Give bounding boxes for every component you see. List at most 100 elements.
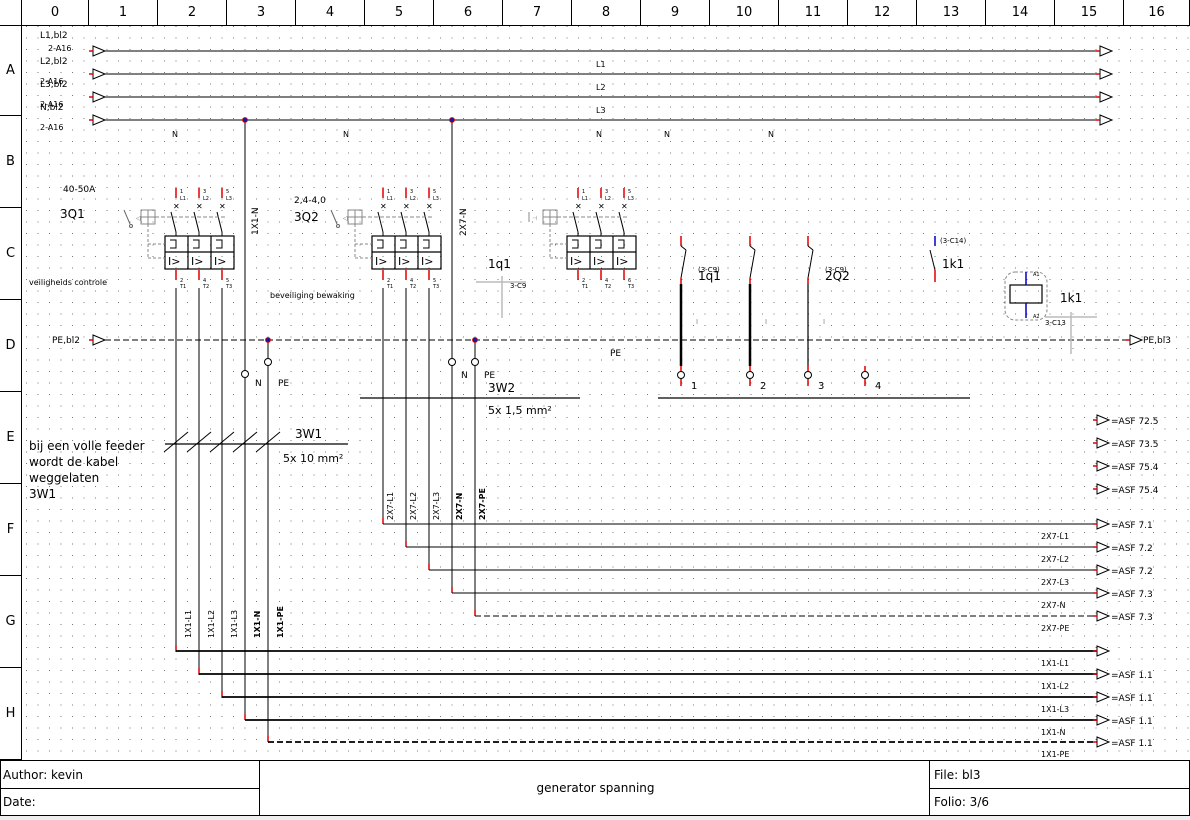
pin-label: T1 — [179, 284, 186, 290]
relay-coil-id: 1k1 — [1060, 291, 1082, 305]
overcurrent-symbol: I> — [214, 255, 226, 268]
wire-target: =ASF 1.1 — [1111, 739, 1153, 749]
wire-vertical-label: 2X7-L1 — [386, 492, 395, 520]
header-corner — [0, 0, 22, 26]
wire-label: 1X1-L3 — [1041, 705, 1069, 714]
asf-spare-label: =ASF 75.4 — [1111, 486, 1159, 496]
overcurrent-symbol: I> — [191, 255, 203, 268]
aux-arrow: ◁ — [343, 215, 348, 222]
wire-label: 2X7-L1 — [1041, 532, 1069, 541]
cable-id: 3W1 — [295, 427, 322, 441]
relay-contact-blade — [929, 249, 936, 271]
pin-number: 2 — [387, 278, 390, 284]
overcurrent-symbol: I> — [570, 255, 582, 268]
wire-vertical-label: 2X7-L3 — [432, 492, 441, 520]
pin-label: T2 — [604, 284, 611, 290]
pin-label: L2 — [410, 196, 416, 202]
terminal-n — [241, 370, 249, 378]
pin-number: 3 — [410, 189, 413, 195]
cable-slash — [255, 431, 281, 453]
contact-blade — [680, 249, 687, 279]
breaker-id: 3Q1 — [60, 207, 85, 221]
coil-pin-a1: A1 — [1033, 272, 1040, 278]
trip-mark: ✕ — [219, 202, 226, 211]
pin-number: 5 — [433, 278, 436, 284]
pin-number: 5 — [226, 278, 229, 284]
bus-label: L3 — [596, 106, 606, 115]
column-header: 3 — [227, 0, 296, 26]
wire-vertical-label: 2X7-PE — [478, 488, 487, 520]
column-header: 6 — [434, 0, 503, 26]
wire-target: =ASF 1.1 — [1111, 671, 1153, 681]
feeder-note: wordt de kabel — [29, 455, 118, 469]
incoming-label: L2,bl2 — [40, 57, 68, 67]
wire-vertical-label: 1X1-L1 — [184, 610, 193, 638]
incoming-label: L1,bl2 — [40, 31, 68, 41]
pin-label: L3 — [628, 196, 634, 202]
aux-switch-pivot — [336, 224, 340, 228]
terminal-pe — [471, 358, 479, 366]
column-header: 9 — [641, 0, 710, 26]
overcurrent-symbol: I> — [616, 255, 628, 268]
trip-mark: ✕ — [575, 202, 582, 211]
pin-number: 3 — [203, 189, 206, 195]
trip-mark: ✕ — [598, 202, 605, 211]
incoming-ref: 2-A16 — [40, 100, 63, 109]
wire-target: =ASF 7.3 — [1111, 613, 1153, 623]
terminal-n-label: N — [255, 379, 262, 389]
column-header: 10 — [710, 0, 779, 26]
pin-label: T2 — [202, 284, 209, 290]
wire-label: 1X1-L1 — [1041, 659, 1069, 668]
pin-label: T1 — [386, 284, 393, 290]
aux-switch-pivot — [129, 224, 133, 228]
ghost-contact-ref: 3-C9 — [510, 282, 526, 290]
title-block-date: Date: — [0, 788, 260, 816]
contact-hook — [680, 245, 687, 251]
row-header: H — [0, 668, 22, 760]
thermal-symbol — [193, 239, 200, 249]
column-header: 12 — [848, 0, 917, 26]
dot-grid — [22, 26, 1190, 760]
thermal-symbol — [423, 239, 430, 249]
pin-number: 5 — [226, 189, 229, 195]
row-header: G — [0, 576, 22, 668]
column-header: 8 — [572, 0, 641, 26]
contact-id: 1q1 — [698, 269, 721, 283]
cable-spec: 5x 1,5 mm² — [488, 404, 552, 417]
junction-pe — [472, 337, 478, 343]
relay-contact-id: 1k1 — [942, 257, 964, 271]
breaker-rating: 40-50A — [63, 185, 96, 195]
cable-id: 3W2 — [488, 381, 515, 395]
bus-label: L1 — [596, 60, 606, 69]
contact-ref: (3-C9) — [698, 266, 720, 274]
wire-label: 2X7-L3 — [1041, 578, 1069, 587]
row-header: C — [0, 208, 22, 300]
terminal-number: 4 — [875, 381, 881, 392]
feeder-note: bij een volle feeder — [29, 439, 145, 453]
trip-mark: ✕ — [173, 202, 180, 211]
ghost-contact-id: 1q1 — [488, 257, 511, 271]
wire-target: =ASF 7.3 — [1111, 590, 1153, 600]
neutral-label: N — [343, 130, 349, 139]
contact-mark: I — [696, 318, 698, 326]
terminal-pe — [264, 358, 272, 366]
contact-hook — [749, 245, 756, 251]
pe-in-label: PE,bl2 — [52, 336, 80, 346]
junction-pe — [265, 337, 271, 343]
thermal-symbol — [170, 239, 177, 249]
column-header: 7 — [503, 0, 572, 26]
trip-mark: ✕ — [403, 202, 410, 211]
aux-switch — [123, 209, 131, 225]
trip-mark: ✕ — [380, 202, 387, 211]
breaker-contact — [377, 211, 384, 233]
contact-terminal — [746, 371, 754, 379]
date-label: Date: — [3, 795, 36, 809]
wire-label: 1X1-N — [1041, 728, 1066, 737]
column-header: 5 — [365, 0, 434, 26]
neutral-label: N — [596, 130, 602, 139]
pin-label: T3 — [432, 284, 439, 290]
wire-target: =ASF 1.1 — [1111, 694, 1153, 704]
breaker-contact — [216, 211, 223, 233]
incoming-ref: 2-A16 — [40, 77, 63, 86]
